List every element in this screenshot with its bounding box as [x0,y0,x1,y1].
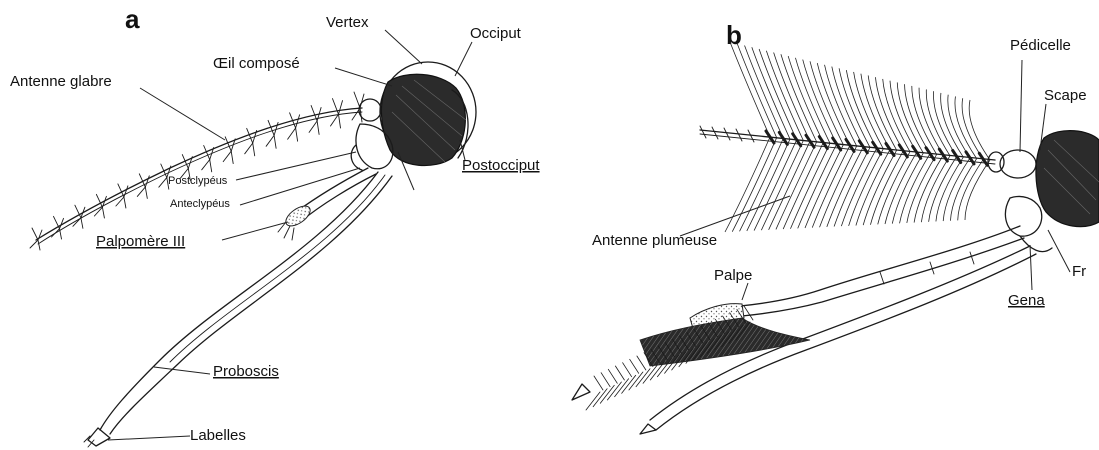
label-anteclypeus: Anteclypéus [170,198,230,210]
compound-eye-a [381,74,465,165]
proboscis-a-drawing [84,172,392,447]
panel-b: b [572,20,1099,434]
label-occiput: Occiput [470,25,522,42]
label-pedicelle: Pédicelle [1010,37,1071,54]
panel-b-letter: b [726,20,742,50]
panel-a: a [10,4,540,447]
head-a-drawing [351,62,476,170]
label-labelles: Labelles [190,427,246,444]
label-proboscis: Proboscis [213,363,279,380]
label-fr: Fr [1072,263,1086,280]
label-postclypeus: Postclypéus [168,175,228,187]
compound-eye-b [1036,131,1099,227]
panel-a-labels: Vertex Occiput Œil composé Antenne glabr… [10,14,540,444]
panel-b-leaders [680,60,1070,300]
panel-a-letter: a [125,4,140,34]
palp-b-drawing [572,226,1036,434]
label-palpomere-iii: Palpomère III [96,233,185,250]
head-b-drawing [988,131,1099,252]
label-antenne-plumeuse: Antenne plumeuse [592,232,717,249]
label-oeil-compose: Œil composé [213,55,300,72]
label-scape: Scape [1044,87,1087,104]
label-palpe: Palpe [714,267,752,284]
antenna-plumeuse-drawing [700,126,995,164]
label-gena: Gena [1008,292,1045,309]
label-antenne-glabre: Antenne glabre [10,73,112,90]
label-postocciput: Postocciput [462,157,540,174]
label-vertex: Vertex [326,14,369,31]
panel-b-labels: Pédicelle Scape Antenne plumeuse Palpe F… [592,37,1087,309]
